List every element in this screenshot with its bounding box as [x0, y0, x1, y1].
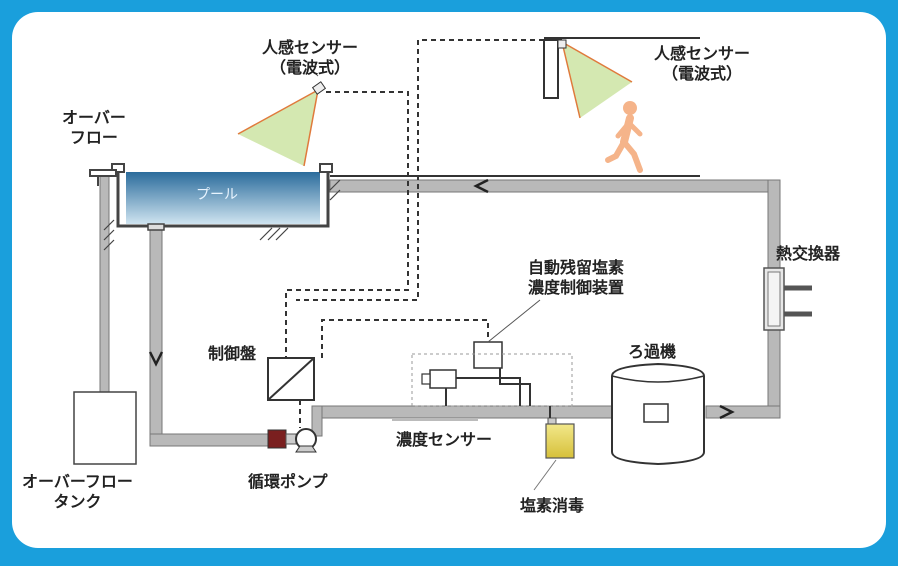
left-sensor-label: 人感センサー （電波式）	[262, 38, 358, 78]
overflow-tank	[73, 391, 137, 465]
flow-arrow-down	[148, 351, 164, 367]
return-pipe-top	[329, 179, 779, 193]
pump-up-pipe	[311, 405, 323, 437]
filter-outlet-pipe	[705, 405, 781, 419]
concentration-sensor-label: 濃度センサー	[396, 430, 493, 449]
heat-exchanger-label: 熱交換器	[776, 244, 841, 263]
right-sensor-label-line1: 人感センサー	[654, 44, 751, 63]
pool-label: プール	[196, 187, 238, 203]
chlorine-controller-label-line2: 濃度制御装置	[528, 278, 625, 297]
pipes	[99, 175, 781, 447]
chlorine-tank	[533, 406, 575, 491]
walking-person-icon	[605, 101, 643, 173]
overflow-tank-label: オーバーフロー タンク	[22, 472, 133, 512]
heat-exchanger	[763, 267, 812, 331]
valve	[267, 429, 287, 449]
overflow-label-line1: オーバー	[62, 108, 126, 127]
drain-pipe-vertical	[149, 223, 163, 445]
circulation-pump-label: 循環ポンプ	[248, 472, 328, 491]
right-sensor	[543, 37, 700, 119]
overflow-label: オーバー フロー	[62, 108, 126, 148]
main-pipe-filter	[314, 405, 616, 419]
drain-pipe-horizontal	[149, 433, 269, 447]
inner-panel	[12, 12, 886, 548]
right-sensor-label: 人感センサー （電波式）	[654, 44, 750, 84]
pool	[89, 163, 341, 251]
overflow-pipe	[99, 175, 110, 393]
filter-machine	[611, 362, 705, 466]
chlorine-controller-label-line1: 自動残留塩素	[528, 258, 625, 277]
overflow-label-line2: フロー	[69, 128, 118, 147]
overflow-tank-label-line2: タンク	[53, 492, 102, 511]
flow-arrow-right	[719, 404, 735, 420]
chlorine-disinfection-label: 塩素消毒	[520, 496, 585, 515]
left-sensor-label-line1: 人感センサー	[262, 38, 359, 57]
flow-arrow-left	[473, 178, 489, 194]
left-sensor-label-line2: （電波式）	[270, 58, 351, 77]
signal-lines	[285, 39, 562, 428]
chlorine-controller-label: 自動残留塩素 濃度制御装置	[528, 258, 624, 298]
left-sensor	[237, 65, 327, 167]
pump-assembly	[267, 428, 317, 453]
right-sensor-label-line2: （電波式）	[662, 64, 743, 83]
control-panel-label: 制御盤	[208, 344, 257, 363]
control-panel	[267, 357, 315, 401]
overflow-tank-label-line1: オーバーフロー	[22, 472, 133, 491]
filter-label: ろ過機	[628, 342, 677, 361]
chlorine-controller	[411, 299, 573, 407]
